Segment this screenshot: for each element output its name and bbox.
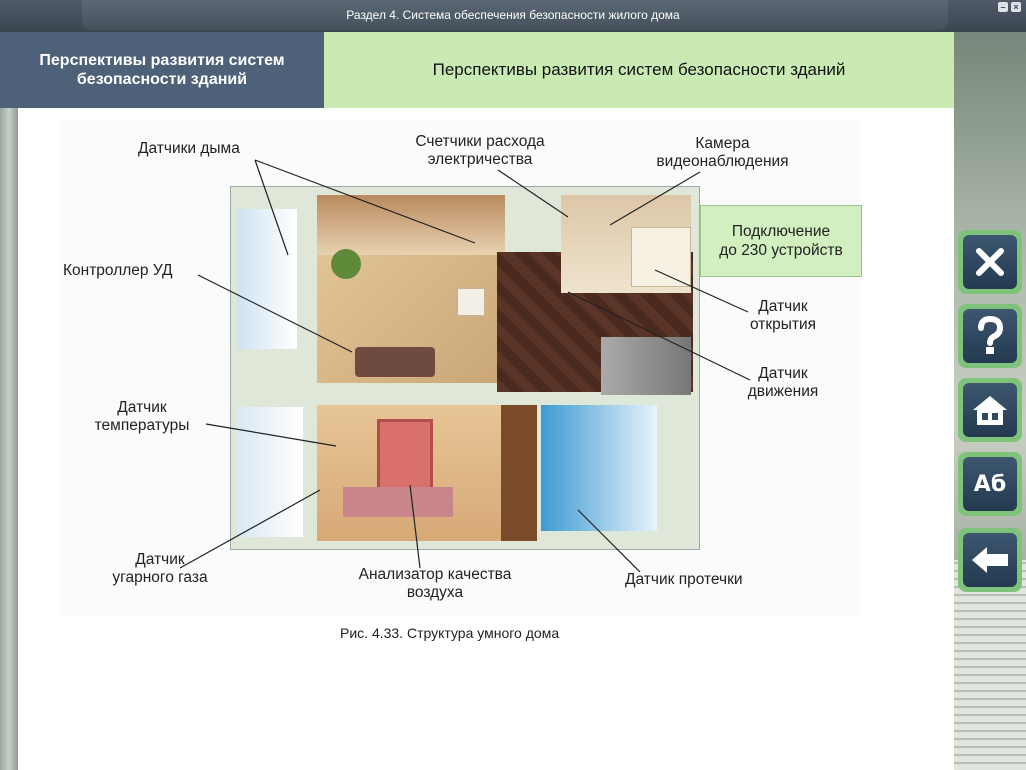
label-temp-line2: температуры [94,417,190,434]
page-title: Перспективы развития систем безопасности… [324,32,954,108]
connection-line2: до 230 устройств [719,242,843,259]
leader-controller [197,274,353,353]
close-icon [976,248,1004,276]
closet [601,337,691,395]
label-co-line1: Датчик [135,551,185,568]
front-door [631,227,691,287]
title-tab [82,0,948,30]
leader-opening [654,269,749,313]
leader-air [409,484,421,569]
glossary-button-face: Аб [963,457,1017,511]
leader-co [179,489,321,569]
leader-camera [609,171,701,226]
close-window-icon[interactable]: × [1011,2,1021,12]
label-opening-line1: Датчик [758,298,808,315]
background-left [0,0,18,770]
figure-caption: Рис. 4.33. Структура умного дома [340,625,560,641]
bed [377,419,433,491]
label-motion-line1: Датчик [758,365,808,382]
label-leak-sensor: Датчик протечки [625,571,743,588]
home-button-face [963,383,1017,437]
label-temp-line1: Датчик [117,399,167,416]
section-title-line1: Перспективы развития систем [39,52,285,69]
leader-temperature [205,423,337,447]
close-button[interactable] [958,230,1022,294]
leader-leak [577,509,641,573]
title-bar: Раздел 4. Система обеспечения безопаснос… [0,0,1026,32]
minimize-icon[interactable]: – [998,2,1008,12]
label-air-line1: Анализатор качества [358,566,512,583]
home-button[interactable] [958,378,1022,442]
section-title: Перспективы развития систем безопасности … [0,32,324,108]
label-opening-line2: открытия [749,316,817,333]
label-meters-line2: электричества [427,151,533,168]
balcony-window [237,209,297,349]
label-motion-line2: движения [747,383,819,400]
wardrobe [501,405,537,541]
leader-motion [567,291,751,381]
bathroom [541,405,657,531]
bedroom-window [237,407,303,537]
leader-smoke-1 [254,159,289,256]
question-icon [978,316,1004,354]
close-button-face [963,235,1017,289]
label-camera-line2: видеонаблюдения [656,153,789,170]
rug [343,487,453,517]
label-camera-line1: Камера [695,135,750,152]
arrow-left-icon [972,547,1008,573]
back-button-face [963,533,1017,587]
background-building [954,560,1026,770]
connection-line1: Подключение [731,223,831,240]
label-co-line2: угарного газа [112,569,208,586]
sofa [355,347,435,377]
leader-smoke-2 [254,159,476,244]
label-air-line2: воздуха [406,584,464,601]
label-controller: Контроллер УД [63,262,173,279]
label-smoke-sensors: Датчики дыма [138,140,240,157]
table [456,287,486,317]
back-button[interactable] [958,528,1022,592]
connection-capacity-box: Подключение до 230 устройств [700,205,862,277]
help-button-face [963,309,1017,363]
window-title: Раздел 4. Система обеспечения безопаснос… [346,8,680,22]
leader-meters [497,169,569,218]
glossary-label: Аб [973,471,1007,497]
glossary-button[interactable]: Аб [958,452,1022,516]
kitchen-area [317,195,505,255]
help-button[interactable] [958,304,1022,368]
home-icon [973,396,1007,425]
label-meters-line1: Счетчики расхода [415,133,545,150]
section-title-line2: безопасности зданий [76,71,248,88]
plant [331,249,361,279]
